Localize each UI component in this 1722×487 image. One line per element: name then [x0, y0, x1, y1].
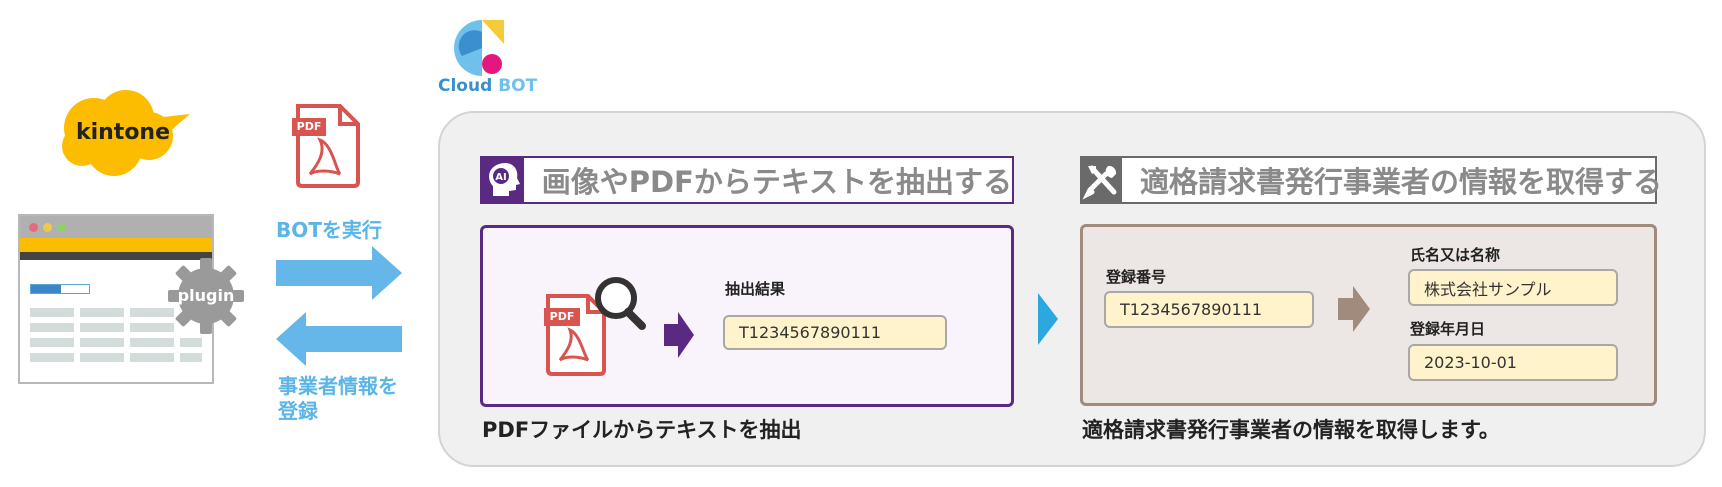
register-arrow-left-icon [276, 312, 402, 366]
run-bot-label: BOTを実行 [276, 218, 382, 242]
connector-arrow-icon [1038, 293, 1058, 345]
tools-icon [1082, 158, 1122, 202]
plugin-gear-icon: plugin [166, 256, 246, 336]
register-label: 事業者情報を 登録 [278, 374, 398, 424]
registration-date-label: 登録年月日 [1410, 320, 1486, 338]
kintone-logo: kintone [54, 88, 194, 184]
cloudbot-logo-icon [448, 18, 508, 76]
window-dark-bar [20, 252, 212, 260]
run-arrow-right-icon [276, 246, 402, 300]
window-yellow-bar [20, 238, 212, 252]
pdf-search-badge: PDF [544, 308, 580, 326]
pdf-badge-label: PDF [296, 120, 322, 133]
fetch-caption: 適格請求書発行事業者の情報を取得します。 [1082, 418, 1500, 442]
window-close-dot [29, 223, 38, 232]
registration-number-field: T1234567890111 [1104, 291, 1314, 328]
extract-result-field: T1234567890111 [723, 315, 947, 350]
window-search-box [30, 284, 90, 294]
fetch-arrow-icon [1338, 286, 1370, 332]
plugin-label: plugin [177, 286, 235, 305]
name-label: 氏名又は名称 [1410, 246, 1501, 264]
extract-result-label: 抽出結果 [725, 280, 786, 298]
cloudbot-logo-text-cloud: Cloud [438, 76, 493, 96]
fetch-section-header: 適格請求書発行事業者の情報を取得する [1080, 156, 1662, 204]
extract-section-header: AI 画像やPDFからテキストを抽出する [480, 156, 1014, 204]
cloudbot-logo-text: Cloud BOT [438, 76, 537, 96]
register-label-line1: 事業者情報を [278, 374, 398, 398]
ai-head-icon: AI [482, 158, 524, 202]
kintone-app-window [18, 214, 214, 384]
kintone-logo-text: kintone [75, 120, 171, 145]
window-table [30, 308, 202, 378]
window-max-dot [57, 223, 66, 232]
pdf-file-icon: PDF [292, 104, 362, 188]
extract-caption: PDFファイルからテキストを抽出 [482, 418, 802, 442]
extract-arrow-icon [664, 312, 694, 358]
cloudbot-logo-text-bot: BOT [498, 76, 538, 96]
pdf-search-icon: PDF [540, 276, 646, 380]
pdf-search-badge-label: PDF [549, 310, 575, 323]
window-min-dot [43, 223, 52, 232]
ai-badge: AI [495, 172, 506, 183]
register-label-line2: 登録 [278, 399, 318, 423]
registration-date-field: 2023-10-01 [1408, 344, 1618, 381]
extract-section-title: 画像やPDFからテキストを抽出する [541, 165, 1012, 199]
registration-number-label: 登録番号 [1106, 268, 1167, 286]
fetch-section-title: 適格請求書発行事業者の情報を取得する [1140, 165, 1663, 199]
pdf-badge: PDF [292, 118, 326, 136]
window-titlebar [20, 216, 212, 238]
name-field: 株式会社サンプル [1408, 269, 1618, 306]
